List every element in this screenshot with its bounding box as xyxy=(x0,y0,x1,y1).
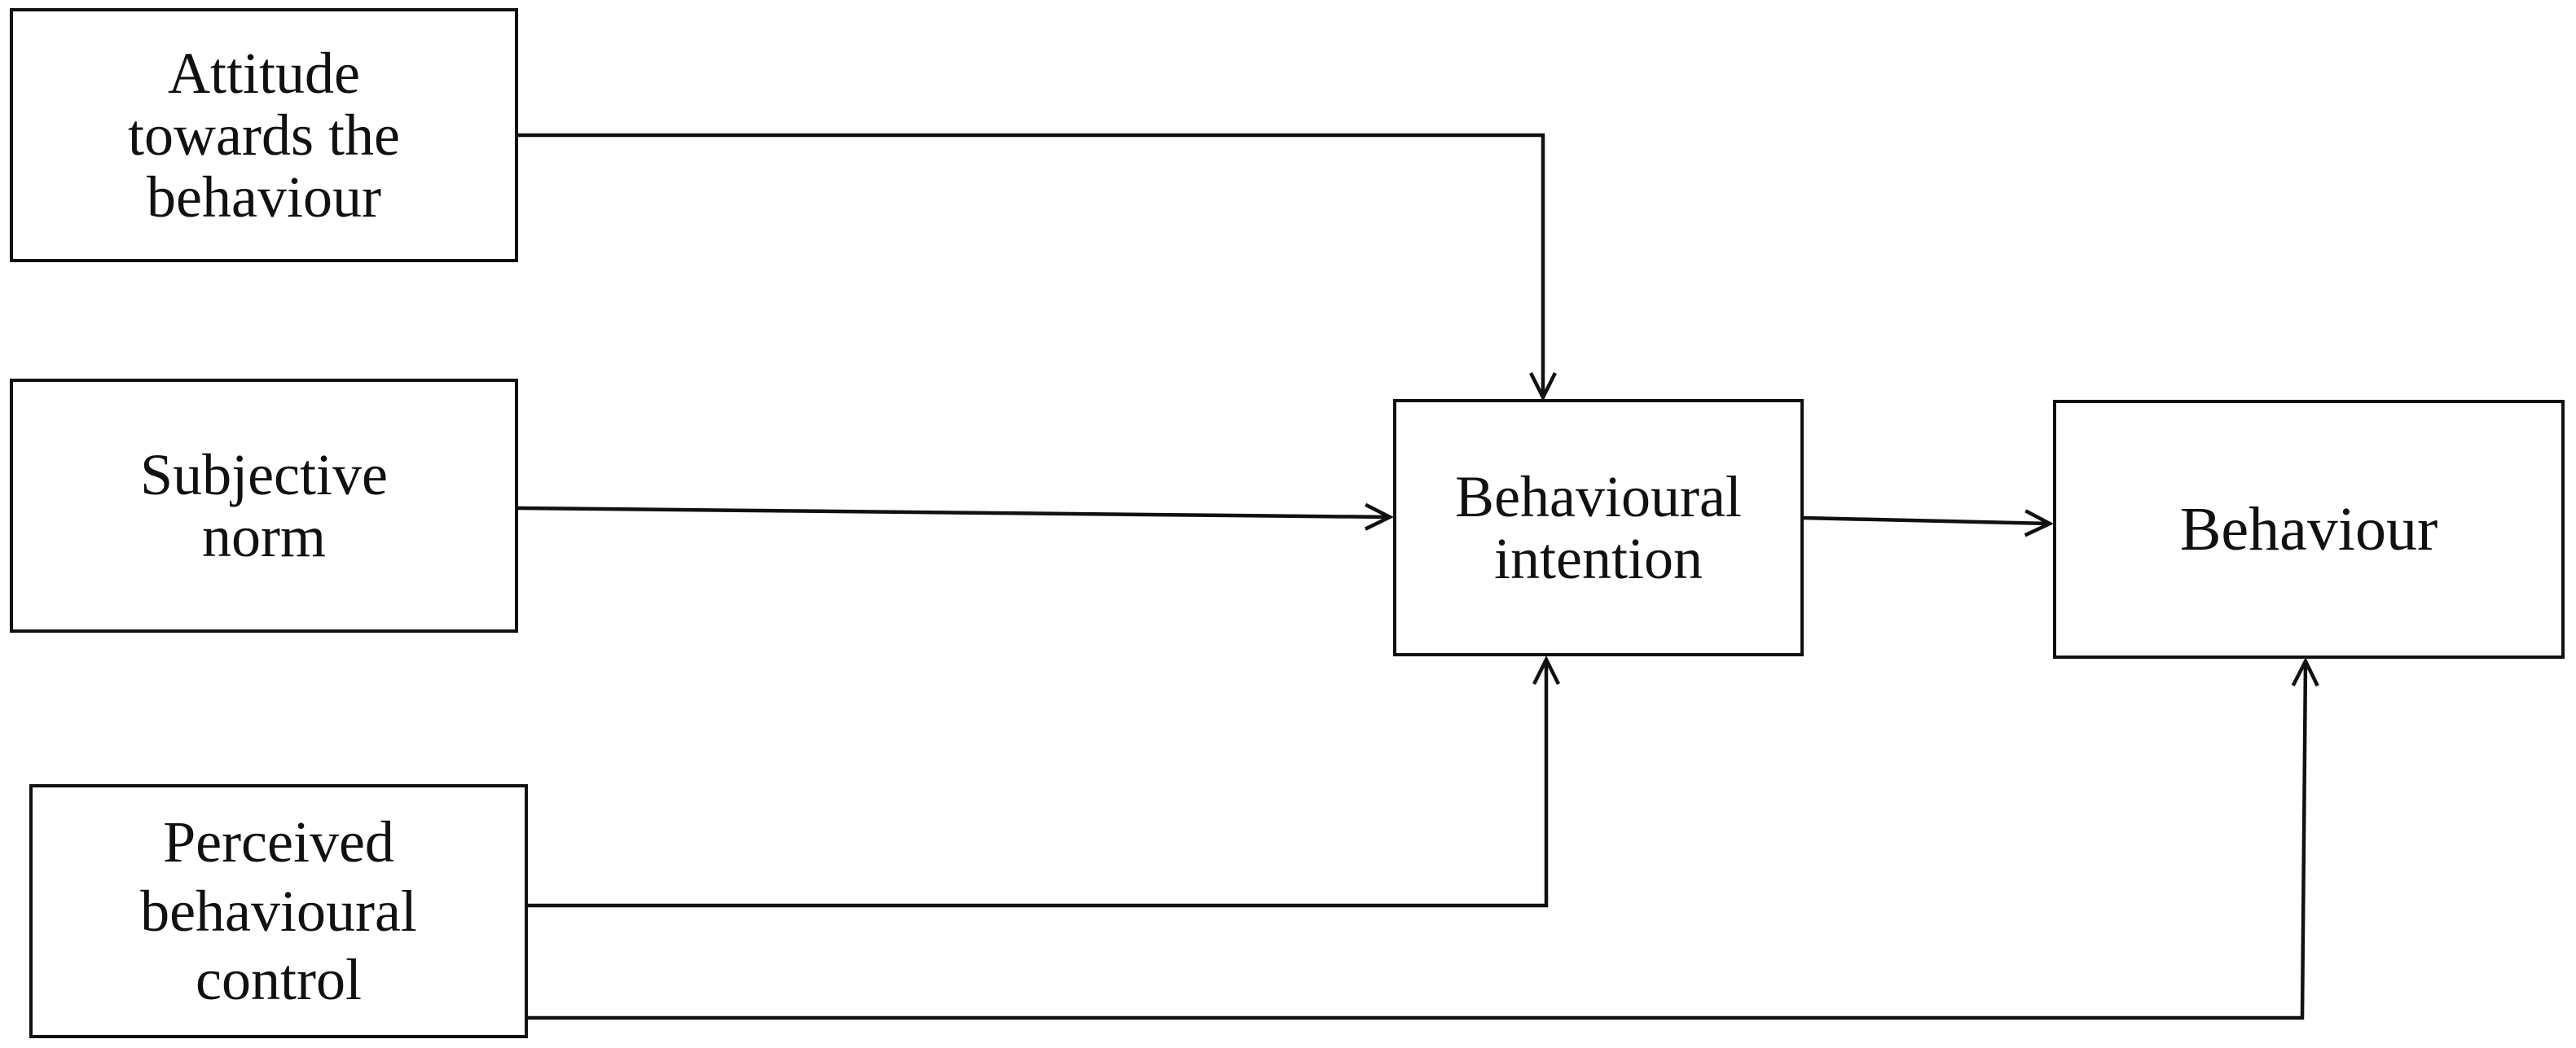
edge-norm-to-intention xyxy=(517,508,1390,517)
node-behavioural-intention-label: Behavioural intention xyxy=(1455,463,1742,591)
edge-pbc-to-behaviour xyxy=(528,661,2306,1020)
node-behaviour-label: Behaviour xyxy=(2179,494,2438,563)
node-attitude-label: Attitude towards the behaviour xyxy=(128,40,400,230)
edge-pbc-to-intention xyxy=(528,660,1546,908)
edge-attitude-to-intention xyxy=(518,133,1543,397)
edge-intention-to-behaviour xyxy=(1803,518,2050,524)
node-behaviour: Behaviour xyxy=(2053,400,2565,659)
node-subjective-norm: Subjective norm xyxy=(10,379,518,633)
node-attitude: Attitude towards the behaviour xyxy=(10,8,518,262)
node-perceived-behavioural-control: Perceived behavioural control xyxy=(29,784,528,1038)
node-perceived-behavioural-control-label: Perceived behavioural control xyxy=(140,809,417,1013)
node-behavioural-intention: Behavioural intention xyxy=(1393,399,1804,656)
node-subjective-norm-label: Subjective norm xyxy=(140,441,388,569)
